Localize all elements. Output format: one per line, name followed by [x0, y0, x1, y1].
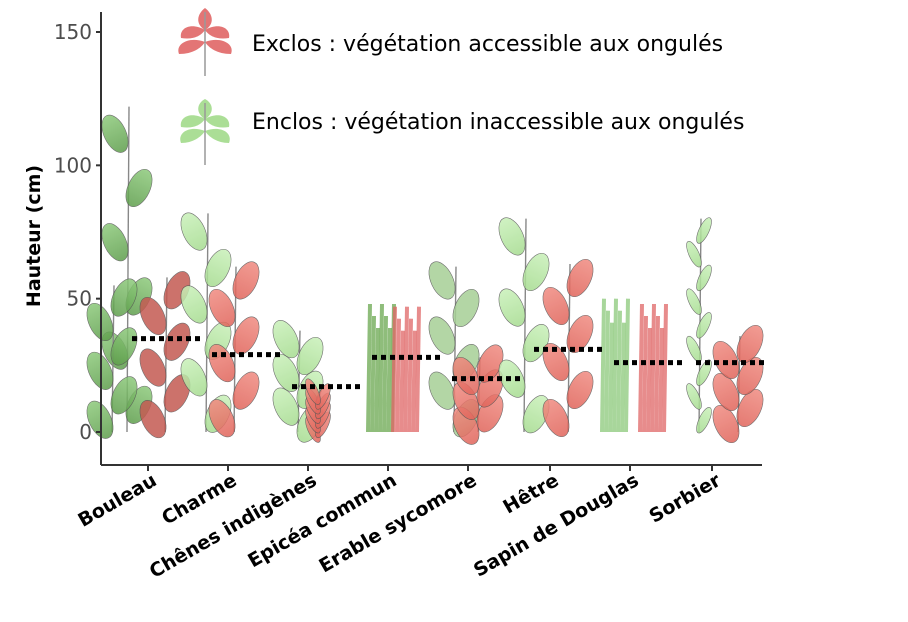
plant-illustration	[600, 298, 630, 433]
plant-illustration	[305, 378, 331, 443]
x-tick-label: Hêtre	[499, 469, 562, 518]
legend: Exclos : végétation accessible aux ongul…	[178, 8, 744, 165]
plant-illustration	[391, 306, 421, 433]
plant-illustration	[542, 258, 594, 438]
plant-illustration	[686, 217, 712, 434]
plant-illustration	[712, 324, 764, 444]
x-tick-label: Bouleau	[74, 469, 160, 531]
y-tick-label: 150	[54, 20, 92, 44]
y-axis-title: Hauteur (cm)	[23, 165, 45, 307]
plant-illustration	[638, 303, 668, 433]
legend-enclos-leaf-icon	[180, 99, 230, 165]
plant-illustrations	[86, 106, 764, 445]
y-axis-ticks: 0 50 100 150	[54, 20, 101, 444]
median-marks	[132, 336, 768, 390]
y-tick-label: 0	[79, 420, 92, 444]
y-tick-label: 100	[54, 153, 92, 177]
legend-exclos-leaf-icon	[178, 8, 232, 76]
plant-illustration	[366, 303, 396, 433]
y-tick-label: 50	[67, 287, 92, 311]
legend-label-exclos: Exclos : végétation accessible aux ongul…	[252, 32, 723, 57]
legend-label-enclos: Enclos : végétation inaccessible aux ong…	[252, 110, 744, 135]
plant-illustration	[498, 217, 550, 434]
x-tick-label: Sorbier	[646, 469, 726, 528]
